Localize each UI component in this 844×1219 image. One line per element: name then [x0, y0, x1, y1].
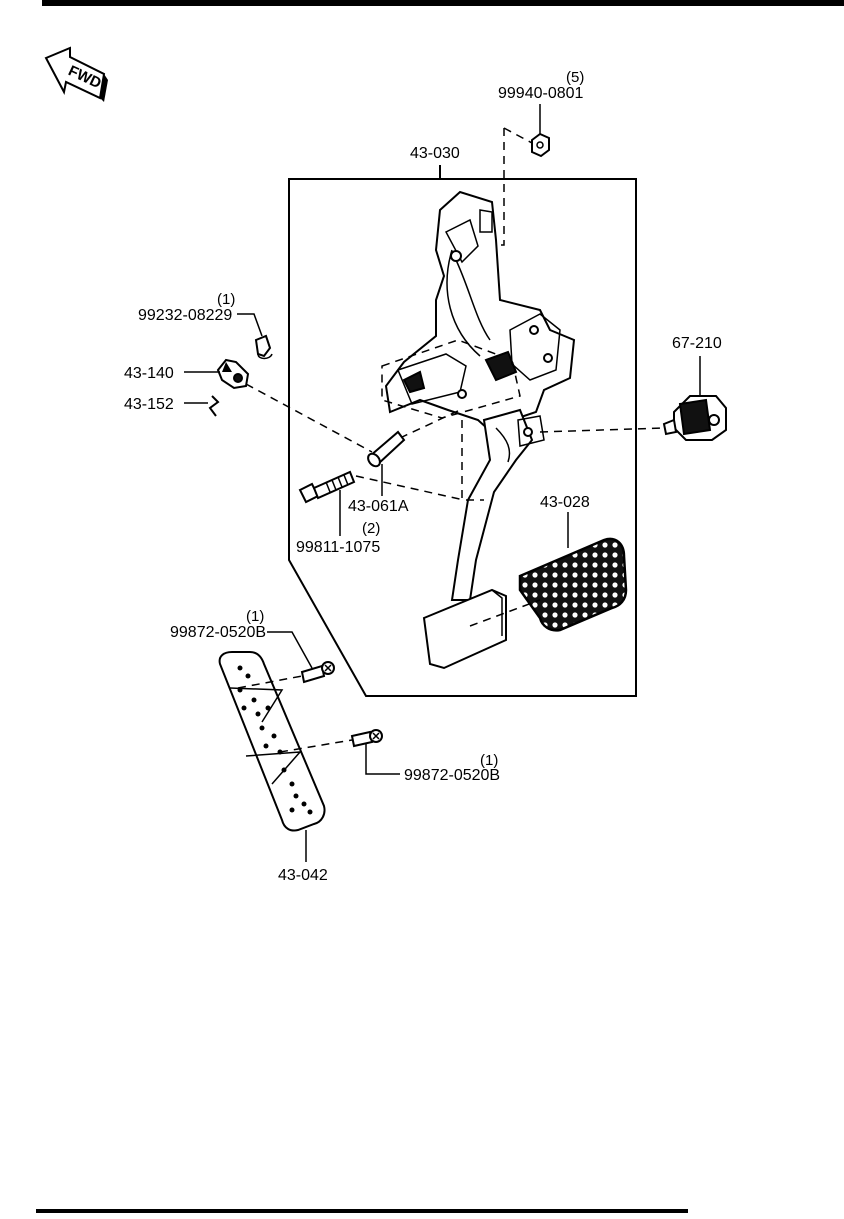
spring-clip-part-number: 43-152	[124, 396, 174, 413]
bolt-qty: (2)	[362, 520, 380, 537]
lower-screw-leader	[365, 744, 400, 775]
switch-part-number: 67-210	[672, 335, 722, 352]
bottom-border	[36, 1209, 688, 1213]
fwd-arrow-icon: FWD	[44, 46, 108, 102]
upper-screw-leader	[267, 631, 313, 669]
lower-screw-part-number: 99872-0520B	[404, 767, 500, 784]
pedal-bracket-icon	[381, 190, 576, 601]
bolt-icon	[298, 470, 465, 504]
clip-icon	[216, 358, 250, 390]
bushing-icon	[367, 430, 406, 468]
pedal-plate-icon	[218, 651, 326, 832]
switch-centerline	[539, 427, 665, 433]
pedal-plate-part-number: 43-042	[278, 867, 328, 884]
spring-clip-icon	[208, 395, 220, 417]
lower-screw-qty: (1)	[480, 752, 498, 769]
nut-qty: (5)	[566, 69, 584, 86]
small-screw-qty: (1)	[217, 291, 235, 308]
small-screw-icon	[254, 334, 273, 360]
pedal-assembly-part-number: 43-030	[410, 145, 460, 162]
nut-part-number: 99940-0801	[498, 85, 584, 102]
upper-screw-icon	[237, 661, 335, 689]
lower-screw-icon	[279, 729, 383, 753]
bushing-part-number: 43-061A	[348, 498, 409, 515]
nut-centerline	[503, 127, 533, 144]
assembly-frame	[288, 178, 637, 697]
pedal-foot-icon	[422, 588, 507, 670]
clip-part-number: 43-140	[124, 365, 174, 382]
top-border	[42, 0, 844, 6]
upper-screw-part-number: 99872-0520B	[170, 624, 266, 641]
small-screw-part-number: 99232-08229	[138, 307, 232, 324]
nut-bolt-path	[470, 128, 505, 246]
bolt-part-number: 99811-1075	[296, 539, 380, 556]
switch-icon	[662, 395, 727, 441]
upper-screw-qty: (1)	[246, 608, 264, 625]
small-screw-leader	[237, 313, 263, 337]
bushing-centerline	[399, 409, 461, 439]
pedal-pad-part-number: 43-028	[540, 494, 590, 511]
pedal-pad-icon	[469, 537, 628, 632]
nut-icon	[531, 132, 550, 158]
clip-centerline	[245, 383, 373, 453]
